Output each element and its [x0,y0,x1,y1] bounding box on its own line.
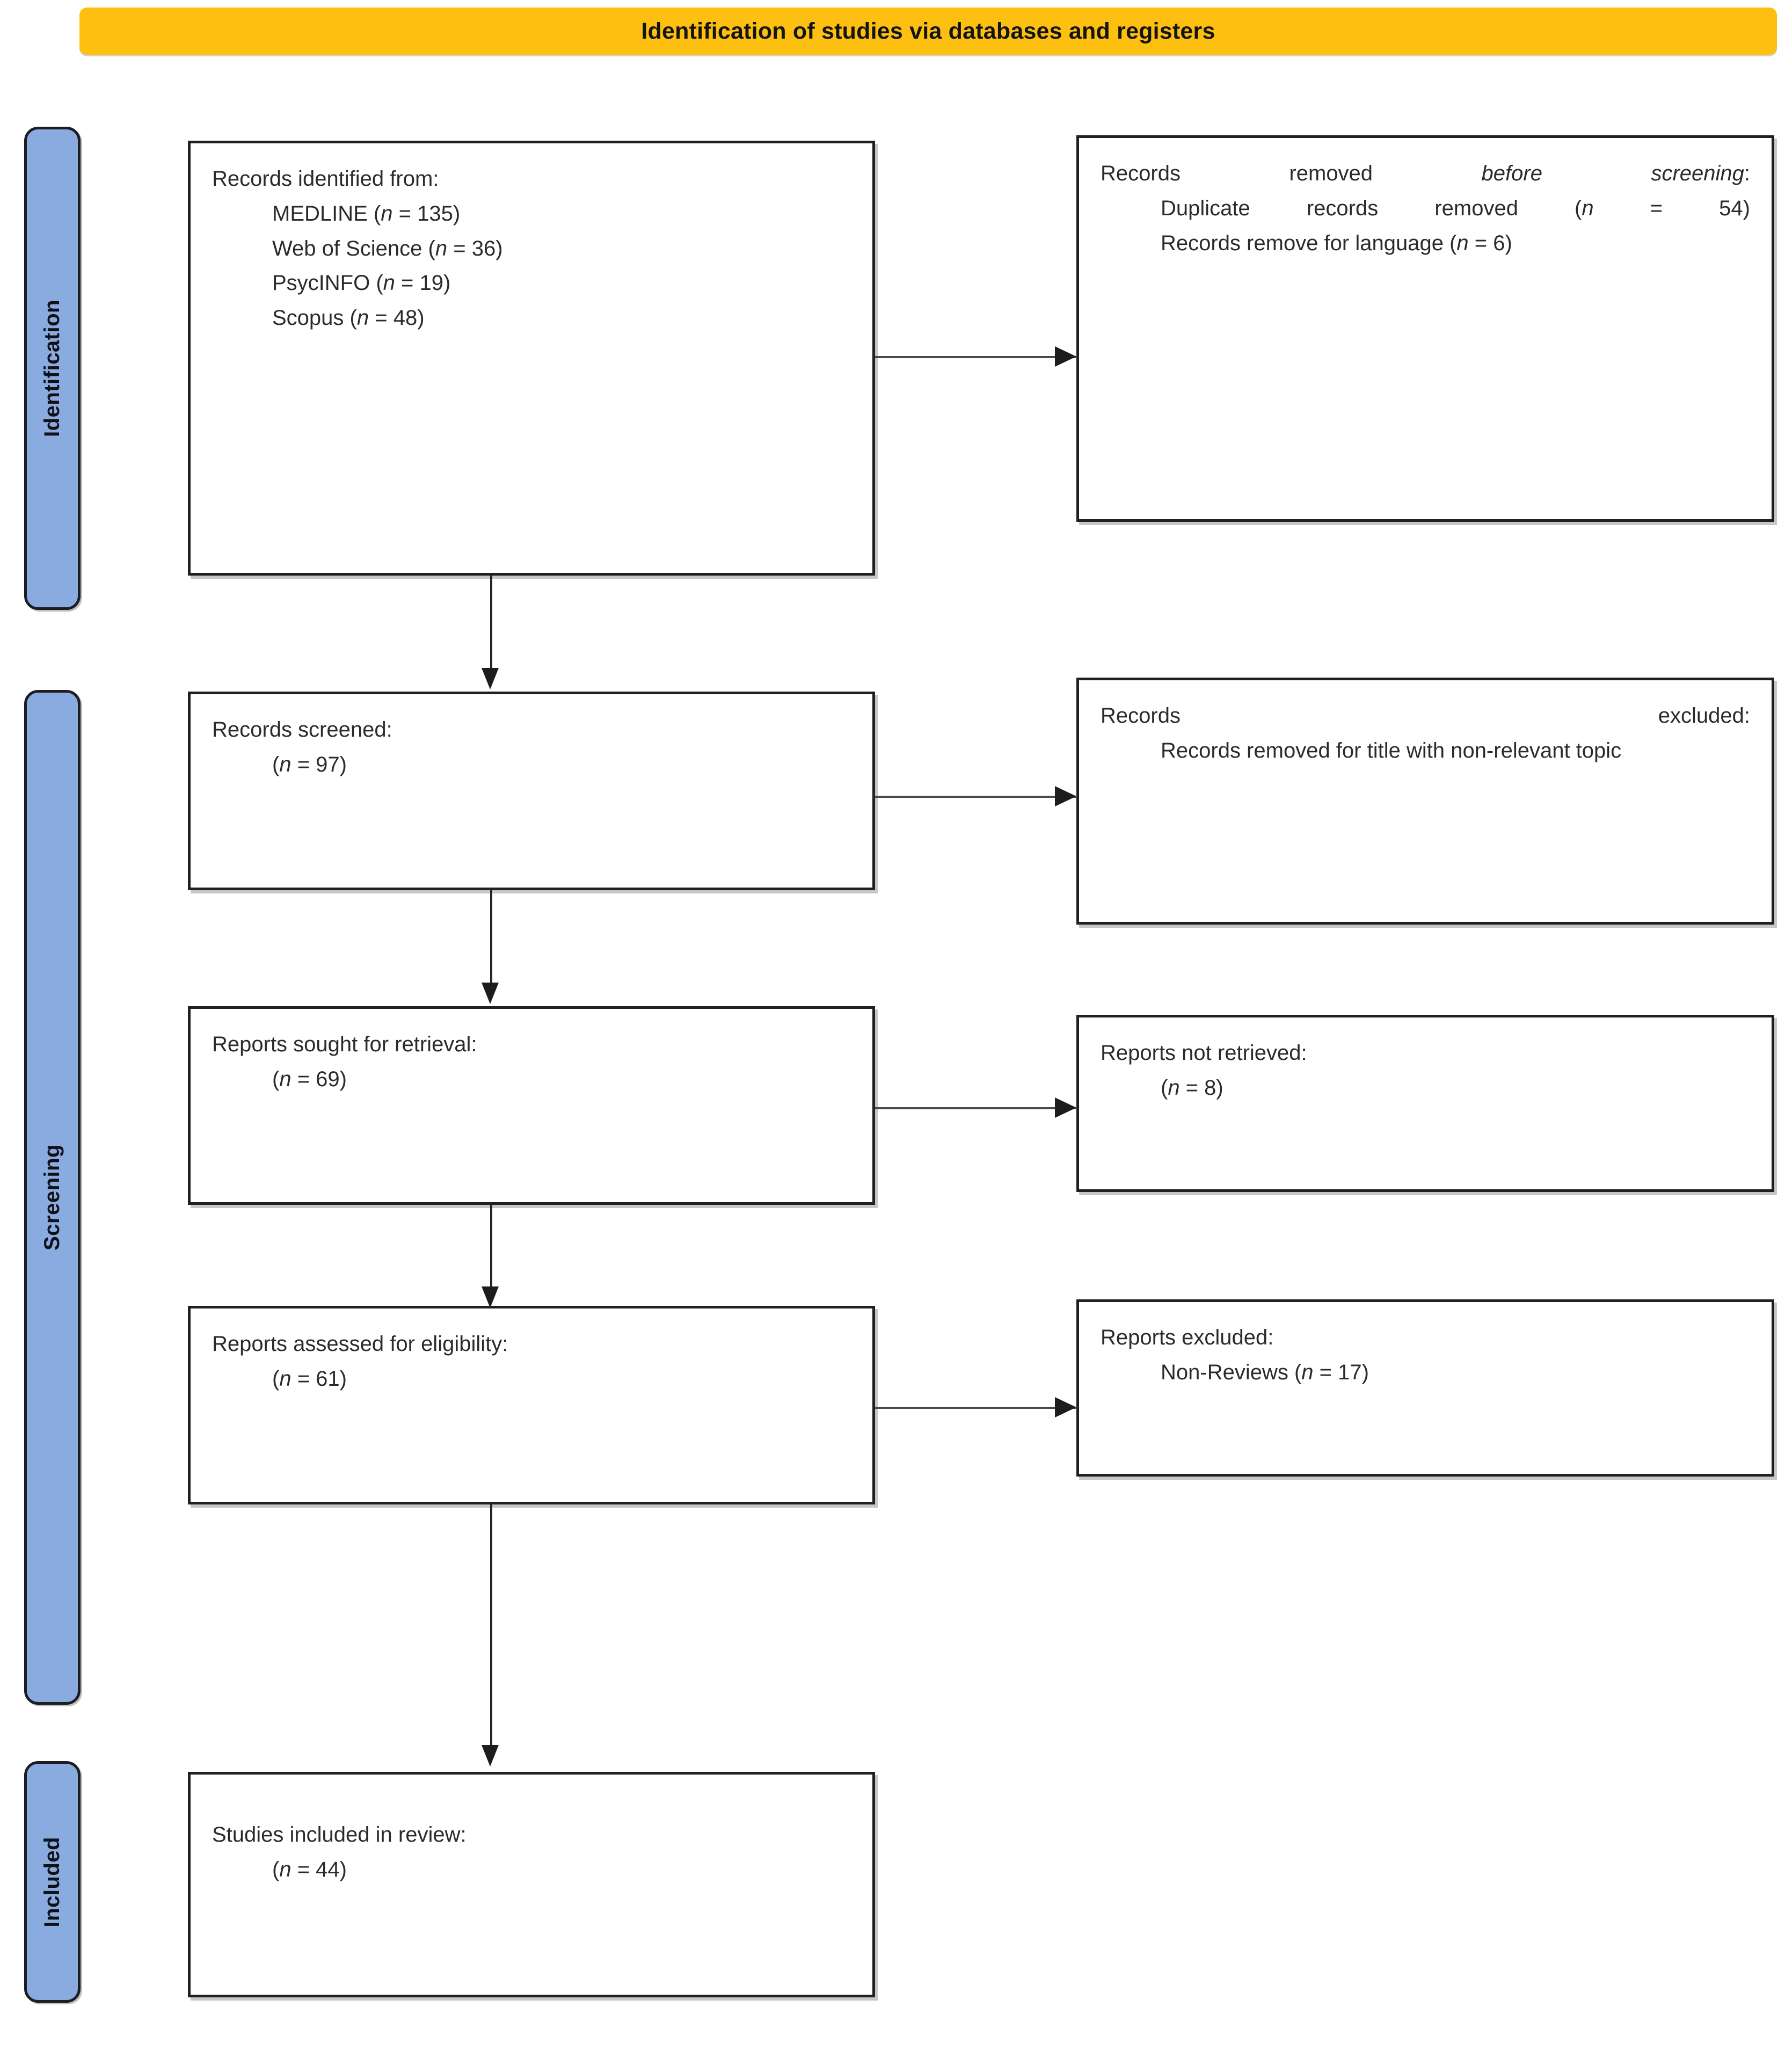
records-identified-lead: Records identified from: [212,167,439,191]
records-screened-count: (n = 97) [272,752,347,776]
records-screened-lead: Records screened: [212,718,392,741]
records-excluded-item: Records removed for title with non-relev… [1161,738,1622,762]
connector-sought-to-not-retrieved-line [875,1107,1077,1109]
records-removed-item-language: Records remove for language (n = 6) [1161,231,1512,255]
connector-screened-to-sought-arrow [482,983,499,1004]
connector-assessed-to-reports-excluded-arrow [1055,1397,1076,1417]
records-identified-item-medline: MEDLINE (n = 135) [272,201,461,226]
box-records-identified: Records identified from: MEDLINE (n = 13… [188,141,875,576]
diagram-header-banner: Identification of studies via databases … [79,8,1777,55]
box-records-removed-before-screening: Records removed before screening: Duplic… [1076,135,1774,522]
connector-screened-to-excluded-arrow [1055,786,1076,806]
connector-assessed-to-included-arrow [482,1745,499,1766]
connector-screened-to-excluded-line [875,796,1077,798]
reports-assessed-count: (n = 61) [272,1366,347,1391]
connector-identified-to-screened-arrow [482,668,499,689]
box-studies-included: Studies included in review: (n = 44) [188,1772,875,1997]
connector-assessed-to-reports-excluded-line [875,1407,1077,1409]
records-removed-lead: Records removed before screening: [1101,156,1750,191]
connector-sought-to-not-retrieved-arrow [1055,1097,1076,1118]
connector-screened-to-sought-line [490,890,492,987]
stage-rail-identification: Identification [24,127,81,610]
records-removed-item-duplicates: Duplicate records removed (n = 54) [1161,196,1750,220]
records-removed-lead-plain: Records removed [1101,162,1482,185]
connector-sought-to-assessed-line [490,1205,492,1300]
reports-not-retrieved-lead: Reports not retrieved: [1101,1041,1307,1065]
studies-included-count: (n = 44) [272,1857,347,1881]
stage-rail-identification-label: Identification [40,300,64,437]
connector-assessed-to-included-line [490,1504,492,1749]
connector-identified-to-screened-line [490,576,492,672]
box-records-screened: Records screened: (n = 97) [188,692,875,890]
stage-rail-screening-label: Screening [40,1144,64,1251]
reports-sought-lead: Reports sought for retrieval: [212,1033,477,1056]
records-removed-lead-colon: : [1744,162,1751,185]
studies-included-lead: Studies included in review: [212,1823,467,1846]
reports-excluded-item-non-reviews: Non-Reviews (n = 17) [1161,1360,1369,1384]
reports-excluded-lead: Reports excluded: [1101,1326,1274,1349]
stage-rail-included: Included [24,1761,81,2003]
records-identified-item-web-of-science: Web of Science (n = 36) [272,236,503,260]
box-reports-assessed: Reports assessed for eligibility: (n = 6… [188,1306,875,1504]
connector-identified-to-removed-arrow [1055,346,1076,367]
stage-rail-included-label: Included [40,1836,64,1928]
connector-identified-to-removed-line [875,356,1077,358]
records-identified-item-scopus: Scopus (n = 48) [272,306,425,330]
reports-sought-count: (n = 69) [272,1067,347,1091]
box-reports-sought: Reports sought for retrieval: (n = 69) [188,1006,875,1205]
records-removed-lead-emphasis: before screening [1481,162,1744,185]
box-reports-excluded: Reports excluded: Non-Reviews (n = 17) [1076,1299,1774,1477]
box-reports-not-retrieved: Reports not retrieved: (n = 8) [1076,1015,1774,1192]
reports-assessed-lead: Reports assessed for eligibility: [212,1332,508,1356]
records-identified-item-psycinfo: PsycINFO (n = 19) [272,271,451,295]
diagram-title: Identification of studies via databases … [641,18,1215,44]
box-records-excluded: Records excluded: Records removed for ti… [1076,678,1774,925]
stage-rail-screening: Screening [24,690,81,1705]
records-excluded-lead: Records excluded: [1101,704,1750,728]
reports-not-retrieved-count: (n = 8) [1161,1075,1223,1100]
connector-sought-to-assessed-arrow [482,1286,499,1308]
